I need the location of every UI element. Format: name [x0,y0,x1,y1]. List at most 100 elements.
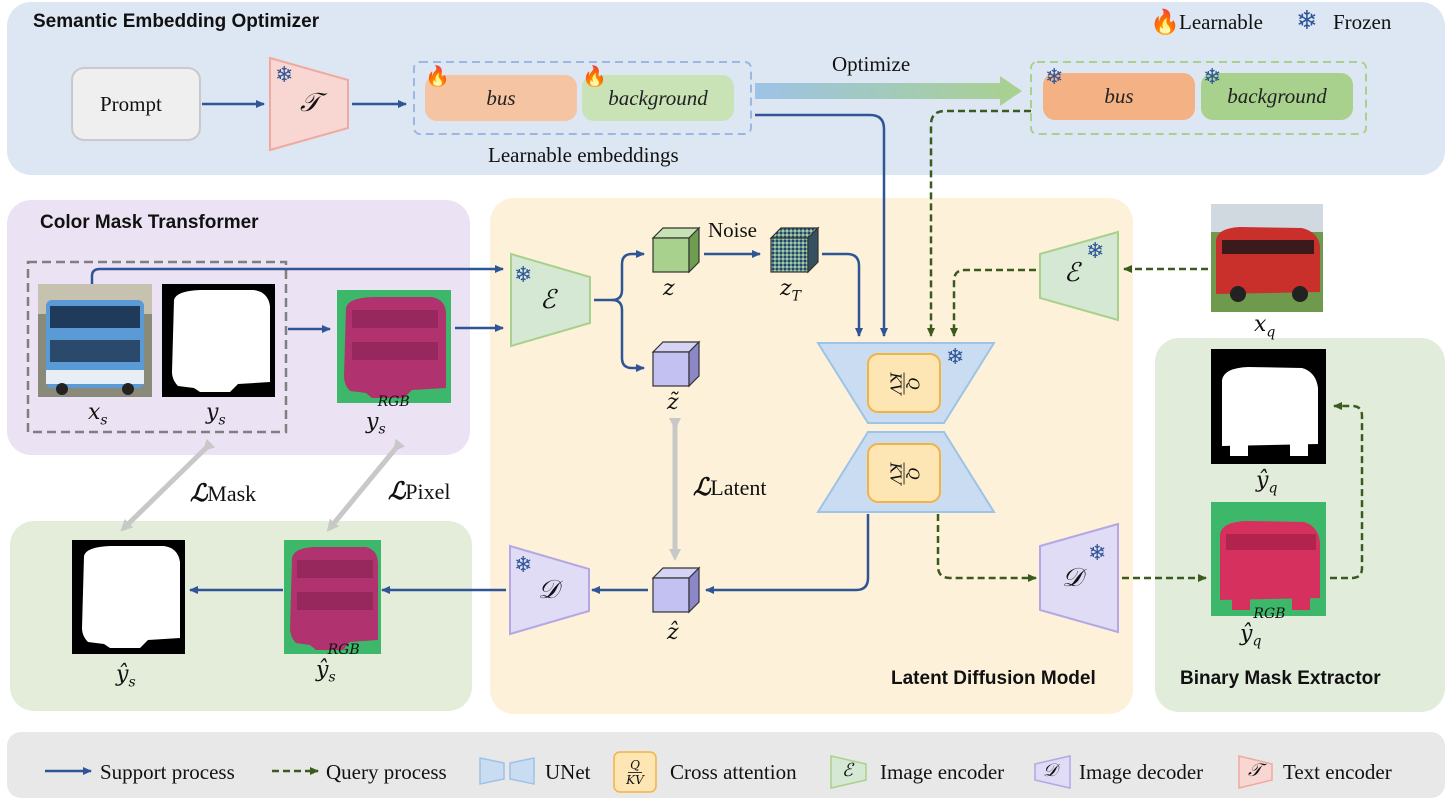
snowflake-icon: ❄ [1088,540,1107,565]
legend-panel [7,732,1445,798]
learnable-embeddings-box [413,61,752,135]
predicted-query-mask-image [1211,349,1326,464]
arrow-zT-to-unet [822,252,863,337]
arrow-unet-to-zhat [705,514,870,594]
semantic-panel-title: Semantic Embedding Optimizer [33,11,320,32]
bus-embedding: bus [425,75,577,121]
yhat-q-label: ŷq [1256,468,1278,497]
arrow-rgb-to-binary-mask [1330,402,1364,580]
ys-label: ys [206,400,226,429]
snowflake-icon: ❄ [514,552,533,577]
prompt-label: Prompt [100,92,162,116]
legend-image-encoder-icon [830,755,867,789]
background-embedding-frozen: background [1201,73,1353,120]
encoder-query-shape [1039,230,1119,322]
support-image [38,284,152,397]
noise-label: Noise [708,218,757,242]
legend-text-encoder-symbol: 𝒯 [1248,760,1262,781]
z-hat-label: ẑ [667,620,679,645]
yhat-q-rgb-label: ŷqRGB [1240,606,1286,650]
zT-label: zT [780,276,801,305]
decoder-query-symbol: 𝒟 [1062,563,1083,593]
legend-text-encoder-label: Text encoder [1283,760,1392,784]
ldm-panel-title: Latent Diffusion Model [891,668,1096,689]
flame-icon: 🔥 [582,66,607,88]
arrow-query-encoder-to-unet [950,268,1036,337]
optimize-label: Optimize [832,52,911,76]
encoder-support-shape [510,252,591,348]
snowflake-icon: ❄ [275,62,294,87]
snowflake-icon: ❄ [1086,238,1105,263]
legend-unet-label: UNet [545,760,591,784]
flame-icon: 🔥 [1150,10,1180,36]
snowflake-icon: ❄ [946,344,965,369]
encoder-support-symbol: ℰ [540,285,556,315]
support-pair-box [26,260,288,434]
legend-image-encoder-label: Image encoder [880,760,1005,784]
optimized-embeddings-box [1030,61,1367,135]
predicted-support-rgb-image [284,540,381,654]
decoder-support-shape [509,544,590,636]
predicted-query-rgb-image [1211,502,1326,616]
learnable-legend-label: Learnable [1179,10,1263,34]
arrow-embeddings-to-unet [755,113,888,337]
z-cube [651,226,701,274]
decoder-support-symbol: 𝒟 [538,575,559,605]
learnable-embeddings-caption: Learnable embeddings [488,143,679,167]
query-image [1211,204,1323,312]
optimize-arrow [755,76,1022,106]
predicted-support-mask-image [72,540,185,654]
z-tilde-cube [651,340,701,388]
text-encoder-shape [269,56,349,152]
legend-encoder-symbol: ℰ [842,760,853,781]
z-tilde-label: z̃ [667,390,679,415]
snowflake-icon: ❄ [1296,6,1318,35]
legend-support-label: Support process [100,760,235,784]
legend-text-encoder-icon [1238,755,1273,789]
latent-loss-label: ℒLatent [693,472,767,501]
ldm-panel [490,198,1133,714]
mask-loss-label: ℒMask [190,478,257,507]
color-mask-panel-title: Color Mask Transformer [40,212,259,233]
legend-decoder-symbol: 𝒟 [1043,760,1058,781]
support-rgb-mask-image [337,290,451,403]
binary-panel-title: Binary Mask Extractor [1180,668,1381,689]
decoder-query-shape [1039,522,1119,634]
text-encoder-symbol: 𝒯 [300,88,320,118]
yhat-s-label: ŷs [116,662,136,691]
arrow-optimized-to-unet [927,109,1031,337]
bus-embedding-frozen: bus [1043,73,1195,120]
arrow-encoder-to-z [594,250,645,302]
cross-attn-lower [867,443,941,503]
mask-loss-arrow [120,438,216,532]
encoder-query-symbol: ℰ [1064,258,1080,288]
snowflake-icon: ❄ [514,262,533,287]
arrow-unet-to-query-decoder [936,514,1037,582]
ys-rgb-label: ysRGB [366,394,410,438]
pixel-loss-arrow [326,438,406,532]
arrow-image-to-encoder [90,265,504,287]
pixel-loss-label: ℒPixel [388,476,451,505]
legend-unet-icon [479,757,535,785]
legend-image-decoder-icon [1034,755,1071,789]
background-embedding: background [582,75,734,121]
xq-label: xq [1254,312,1276,341]
legend-image-decoder-label: Image decoder [1079,760,1204,784]
cross-attn-upper [867,353,941,413]
legend-cross-attn-label: Cross attention [670,760,797,784]
snowflake-icon: ❄ [1203,64,1222,89]
z-label: z [663,276,675,301]
frozen-legend-label: Frozen [1333,10,1392,34]
support-mask-image [162,284,275,397]
prompt-box [71,67,201,141]
arrow-encoder-to-z-tilde [611,298,645,372]
yhat-s-rgb-label: ŷsRGB [316,642,360,686]
xs-label: xs [88,400,108,429]
z-hat-cube [651,566,701,614]
zT-noise-cube [769,226,820,274]
legend-query-label: Query process [326,760,447,784]
